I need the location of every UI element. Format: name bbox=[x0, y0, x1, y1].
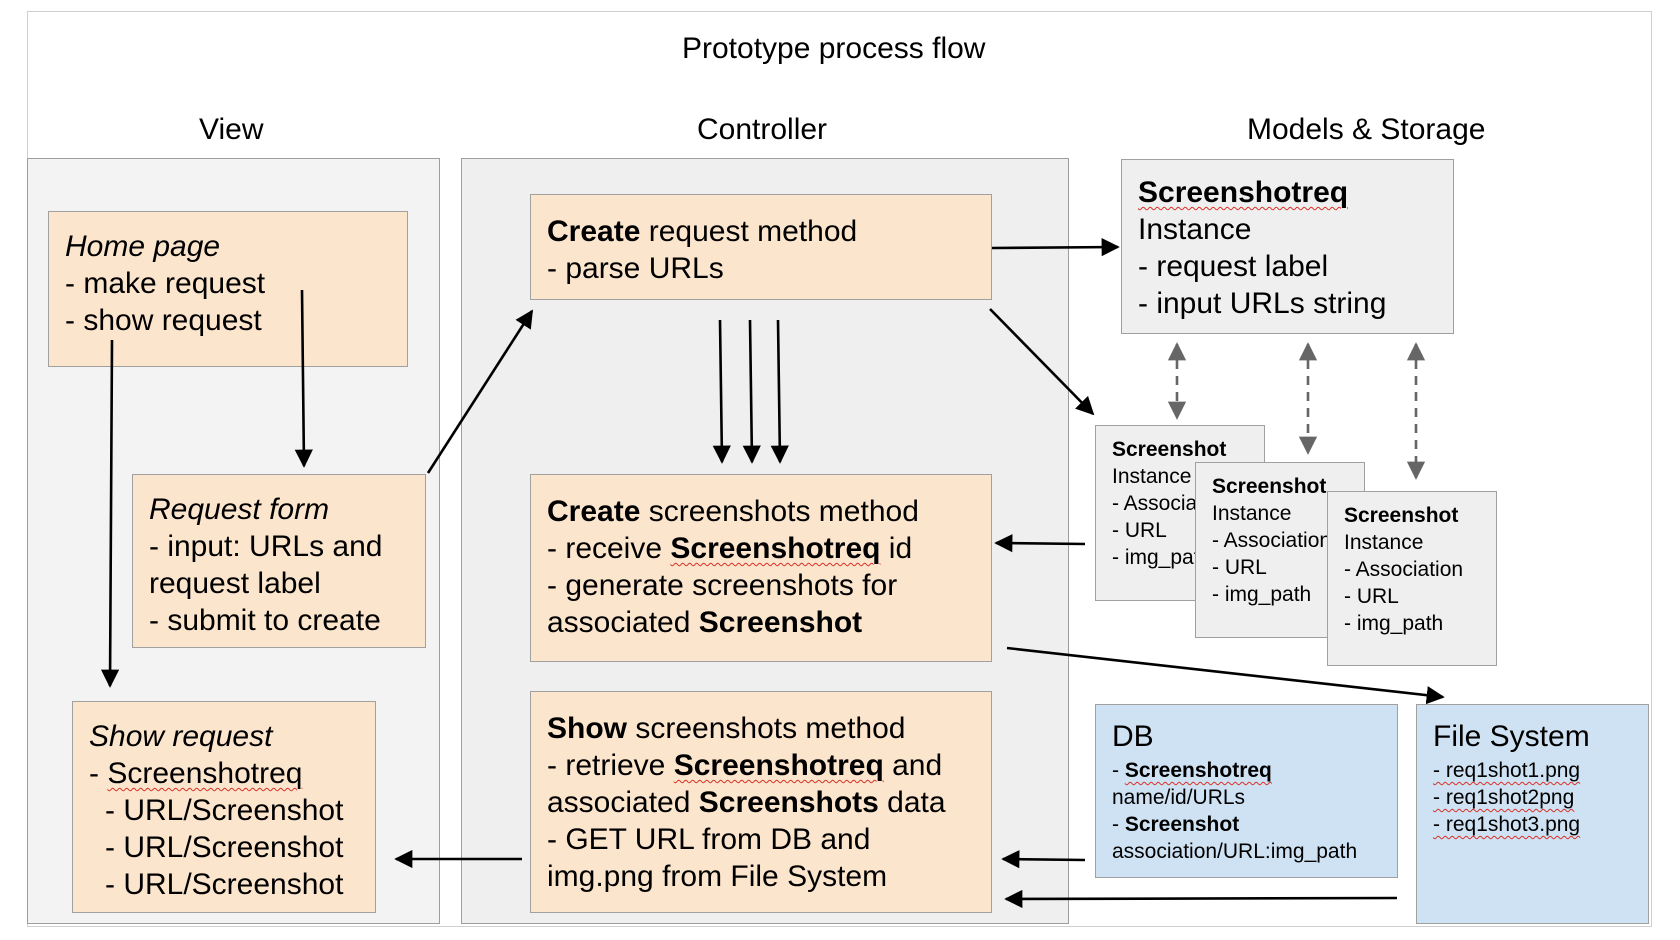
screenshot-card-line: - img_path bbox=[1112, 546, 1212, 569]
create-request-line: - parse URLs bbox=[547, 252, 724, 285]
show-screenshots-line: - retrieve Screenshotreq and bbox=[547, 749, 943, 782]
show-screenshots-method-box: Show screenshots method - retrieve Scree… bbox=[530, 691, 992, 913]
create-request-heading: Create request method bbox=[547, 215, 858, 248]
create-screenshots-method-box: Create screenshots method - receive Scre… bbox=[530, 474, 992, 662]
diagram-title: Prototype process flow bbox=[682, 32, 986, 65]
create-screenshots-line: associated Screenshot bbox=[547, 606, 863, 639]
screenshotreq-line: - request label bbox=[1138, 250, 1329, 283]
show-screenshots-line: associated Screenshots data bbox=[547, 786, 946, 819]
file-system-box: File System - req1shot1.png - req1shot2p… bbox=[1416, 704, 1649, 924]
screenshot-card-line: Instance bbox=[1212, 502, 1292, 525]
screenshot-card-line: Instance bbox=[1344, 531, 1424, 554]
controller-column-label: Controller bbox=[697, 113, 828, 146]
models-column-label: Models & Storage bbox=[1247, 113, 1486, 146]
file-system-line: - req1shot3.png bbox=[1433, 813, 1581, 836]
create-screenshots-line: - receive Screenshotreq id bbox=[547, 532, 913, 565]
show-request-line: - Screenshotreq bbox=[89, 757, 303, 790]
create-screenshots-heading: Create screenshots method bbox=[547, 495, 919, 528]
screenshotreq-line: Instance bbox=[1138, 213, 1252, 246]
db-line: - Screenshotreq bbox=[1112, 759, 1272, 782]
screenshot-card-line: - URL bbox=[1212, 556, 1267, 579]
show-screenshots-line: - GET URL from DB and bbox=[547, 823, 871, 856]
screenshot-card-line: - URL bbox=[1112, 519, 1167, 542]
db-title: DB bbox=[1112, 720, 1154, 753]
file-system-title: File System bbox=[1433, 720, 1590, 753]
screenshot-card-title: Screenshot bbox=[1212, 475, 1327, 498]
home-page-box: Home page - make request - show request bbox=[48, 211, 408, 367]
screenshot-card-line: - Association bbox=[1344, 558, 1464, 581]
file-system-line: - req1shot2png bbox=[1433, 786, 1575, 809]
home-page-title: Home page bbox=[65, 230, 221, 263]
db-line: name/id/URLs bbox=[1112, 786, 1246, 809]
screenshot-instance-card: Screenshot Instance - Association - URL … bbox=[1327, 491, 1497, 666]
show-request-line: - URL/Screenshot bbox=[105, 794, 344, 827]
view-column-label: View bbox=[199, 113, 264, 146]
screenshot-card-title: Screenshot bbox=[1112, 438, 1227, 461]
screenshot-card-line: Instance bbox=[1112, 465, 1192, 488]
screenshot-card-title: Screenshot bbox=[1344, 504, 1459, 527]
screenshotreq-instance-box: Screenshotreq Instance - request label -… bbox=[1121, 159, 1454, 334]
request-form-title: Request form bbox=[149, 493, 330, 526]
screenshotreq-title: Screenshotreq bbox=[1138, 176, 1349, 209]
show-screenshots-heading: Show screenshots method bbox=[547, 712, 906, 745]
screenshot-card-line: - img_path bbox=[1344, 612, 1444, 635]
request-form-box: Request form - input: URLs and request l… bbox=[132, 474, 426, 648]
request-form-line: - input: URLs and bbox=[149, 530, 383, 563]
show-request-title: Show request bbox=[89, 720, 273, 753]
show-request-line: - URL/Screenshot bbox=[105, 868, 344, 901]
create-screenshots-line: - generate screenshots for bbox=[547, 569, 898, 602]
request-form-line: request label bbox=[149, 567, 321, 600]
screenshot-card-line: - URL bbox=[1344, 585, 1399, 608]
db-line: association/URL:img_path bbox=[1112, 840, 1358, 863]
create-request-method-box: Create request method - parse URLs bbox=[530, 194, 992, 300]
db-box: DB - Screenshotreq name/id/URLs - Screen… bbox=[1095, 704, 1398, 878]
show-screenshots-line: img.png from File System bbox=[547, 860, 888, 893]
show-request-line: - URL/Screenshot bbox=[105, 831, 344, 864]
screenshot-card-line: - Association bbox=[1212, 529, 1332, 552]
screenshot-card-line: - img_path bbox=[1212, 583, 1312, 606]
home-page-line: - make request bbox=[65, 267, 266, 300]
show-request-box: Show request - Screenshotreq - URL/Scree… bbox=[72, 701, 376, 913]
request-form-line: - submit to create bbox=[149, 604, 381, 637]
db-line: - Screenshot bbox=[1112, 813, 1240, 836]
file-system-line: - req1shot1.png bbox=[1433, 759, 1581, 782]
home-page-line: - show request bbox=[65, 304, 262, 337]
screenshotreq-line: - input URLs string bbox=[1138, 287, 1387, 320]
